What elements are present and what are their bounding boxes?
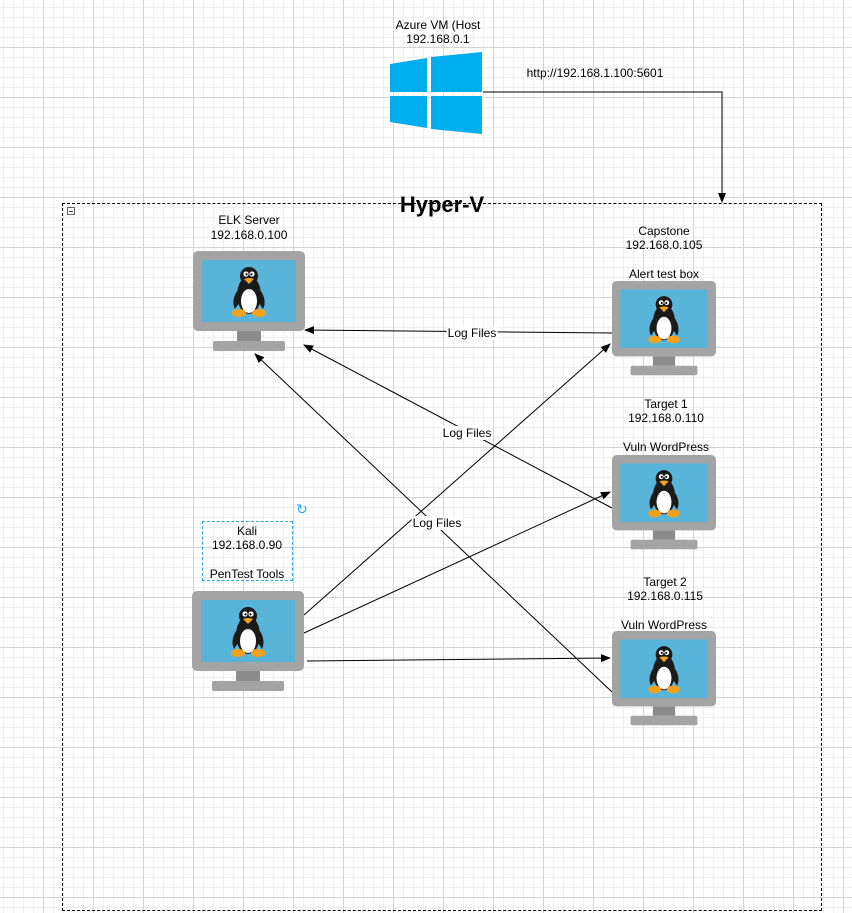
- capstone-ip: 192.168.0.105: [625, 238, 703, 252]
- linux-monitor-icon: [193, 251, 305, 351]
- edge-label-target2-elk: Log Files: [411, 516, 463, 530]
- kali-label-selection[interactable]: [202, 521, 293, 581]
- hyper-v-container: [62, 203, 822, 911]
- target1-ip: 192.168.0.110: [628, 411, 704, 425]
- edge-host-to-hyperv: [483, 91, 726, 203]
- collapse-toggle-icon[interactable]: [67, 207, 75, 215]
- edge-kali-to-capstone: [303, 343, 611, 616]
- target2-ip: 192.168.0.115: [627, 589, 703, 603]
- linux-monitor-icon: [612, 631, 716, 726]
- target1-node[interactable]: [612, 455, 724, 559]
- edge-kali-to-target2: [306, 654, 611, 663]
- elk-server-node[interactable]: [193, 251, 305, 355]
- kali-role: PenTest Tools: [209, 567, 285, 581]
- host-ip: 192.168.0.1: [406, 32, 470, 46]
- edge-label-capstone-elk: Log Files: [446, 326, 498, 340]
- target1-name: Target 1: [644, 397, 688, 411]
- linux-monitor-icon: [192, 591, 304, 691]
- target2-node[interactable]: [612, 631, 724, 735]
- kali-node[interactable]: [192, 591, 304, 695]
- elk-name: ELK Server: [218, 213, 280, 227]
- kali-ip: 192.168.0.90: [211, 538, 283, 552]
- elk-ip: 192.168.0.100: [210, 228, 288, 242]
- edge-kali-to-target1: [303, 491, 611, 634]
- target2-role: Vuln WordPress: [620, 618, 708, 632]
- windows-logo-icon: [390, 52, 482, 134]
- host-link-label: http://192.168.1.100:5601: [526, 66, 664, 80]
- capstone-node[interactable]: [612, 281, 724, 385]
- kali-name: Kali: [236, 524, 258, 538]
- capstone-name: Capstone: [638, 224, 690, 238]
- linux-monitor-icon: [612, 455, 716, 550]
- linux-monitor-icon: [612, 281, 716, 376]
- edge-label-target1-elk: Log Files: [441, 426, 493, 440]
- capstone-role: Alert test box: [628, 267, 700, 281]
- target2-name: Target 2: [643, 575, 687, 589]
- rotate-handle-icon[interactable]: ↻: [296, 501, 308, 517]
- container-title: Hyper-V: [399, 192, 485, 217]
- host-name: Azure VM (Host: [395, 18, 481, 32]
- target1-role: Vuln WordPress: [622, 440, 710, 454]
